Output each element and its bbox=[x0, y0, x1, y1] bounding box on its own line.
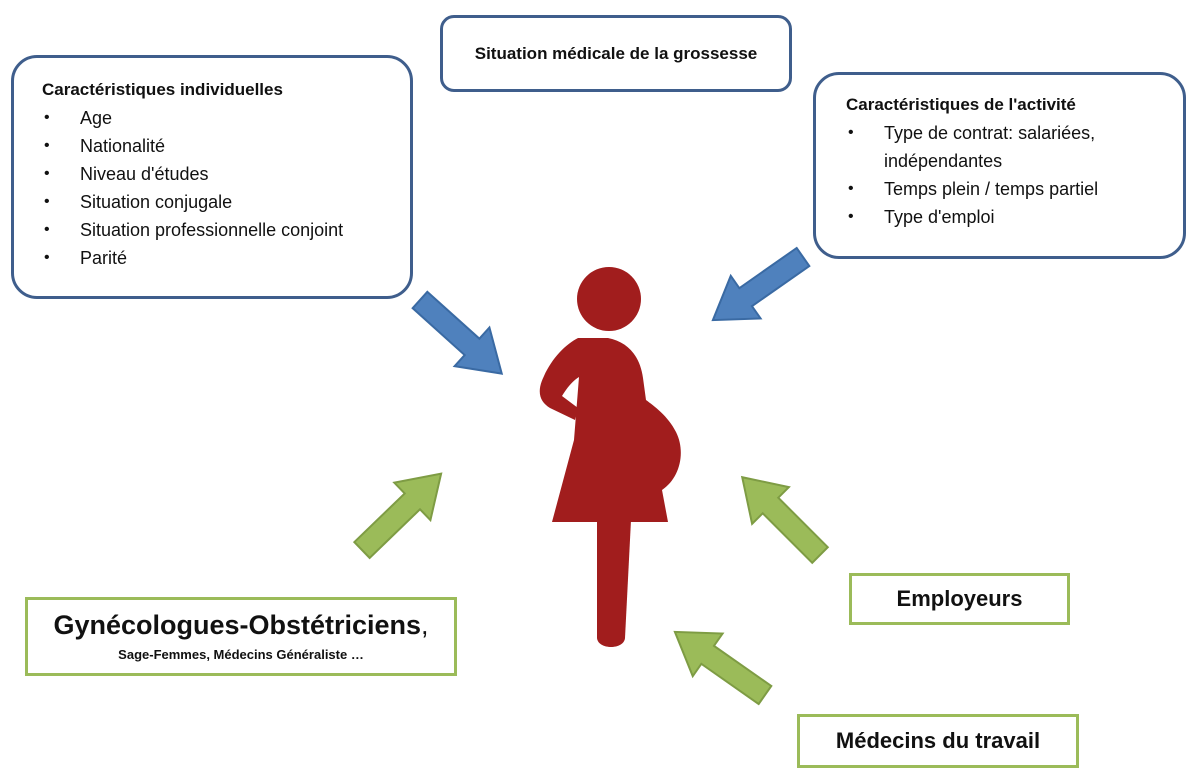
arrow-employeurs-to-figure bbox=[722, 457, 840, 575]
employers-label: Employeurs bbox=[896, 586, 1023, 611]
gynecologists-box: Gynécologues-Obstétriciens, Sage-Femmes,… bbox=[25, 597, 457, 676]
list-item: Situation conjugale bbox=[42, 188, 410, 216]
gynecologists-title-line: Gynécologues-Obstétriciens, bbox=[28, 609, 454, 641]
medical-situation-box: Situation médicale de la grossesse bbox=[440, 15, 792, 92]
figure-body bbox=[539, 338, 681, 522]
arrow-individual-to-figure bbox=[401, 279, 521, 394]
individual-characteristics-box: Caractéristiques individuelles Age Natio… bbox=[11, 55, 413, 299]
figure-leg bbox=[597, 520, 631, 647]
list-item: Niveau d'études bbox=[42, 160, 410, 188]
list-item: Temps plein / temps partiel bbox=[846, 175, 1183, 203]
list-item: Nationalité bbox=[42, 132, 410, 160]
occupational-physicians-box: Médecins du travail bbox=[797, 714, 1079, 768]
list-item: Parité bbox=[42, 244, 410, 272]
arrow-medecins-travail-to-figure bbox=[658, 609, 781, 718]
individual-characteristics-title: Caractéristiques individuelles bbox=[42, 80, 283, 99]
pregnant-woman-icon bbox=[539, 267, 681, 647]
list-item: Situation professionnelle conjoint bbox=[42, 216, 410, 244]
gynecologists-title: Gynécologues-Obstétriciens bbox=[53, 610, 422, 640]
employers-box: Employeurs bbox=[849, 573, 1070, 625]
arrow-gyneco-to-figure bbox=[342, 453, 461, 570]
occupational-physicians-label: Médecins du travail bbox=[835, 728, 1041, 753]
gynecologists-title-suffix: , bbox=[421, 610, 429, 640]
medical-situation-title: Situation médicale de la grossesse bbox=[474, 43, 758, 63]
list-item: Type de contrat: salariées, indépendante… bbox=[846, 119, 1174, 175]
list-item: Type d'emploi bbox=[846, 203, 1183, 231]
individual-characteristics-list: Age Nationalité Niveau d'études Situatio… bbox=[42, 104, 410, 272]
figure-head bbox=[577, 267, 641, 331]
arrow-activity-to-figure bbox=[696, 234, 819, 343]
activity-characteristics-title: Caractéristiques de l'activité bbox=[846, 95, 1076, 114]
list-item: Age bbox=[42, 104, 410, 132]
gynecologists-subtitle: Sage-Femmes, Médecins Généraliste … bbox=[118, 647, 364, 662]
activity-characteristics-list: Type de contrat: salariées, indépendante… bbox=[846, 119, 1183, 231]
activity-characteristics-box: Caractéristiques de l'activité Type de c… bbox=[813, 72, 1186, 259]
